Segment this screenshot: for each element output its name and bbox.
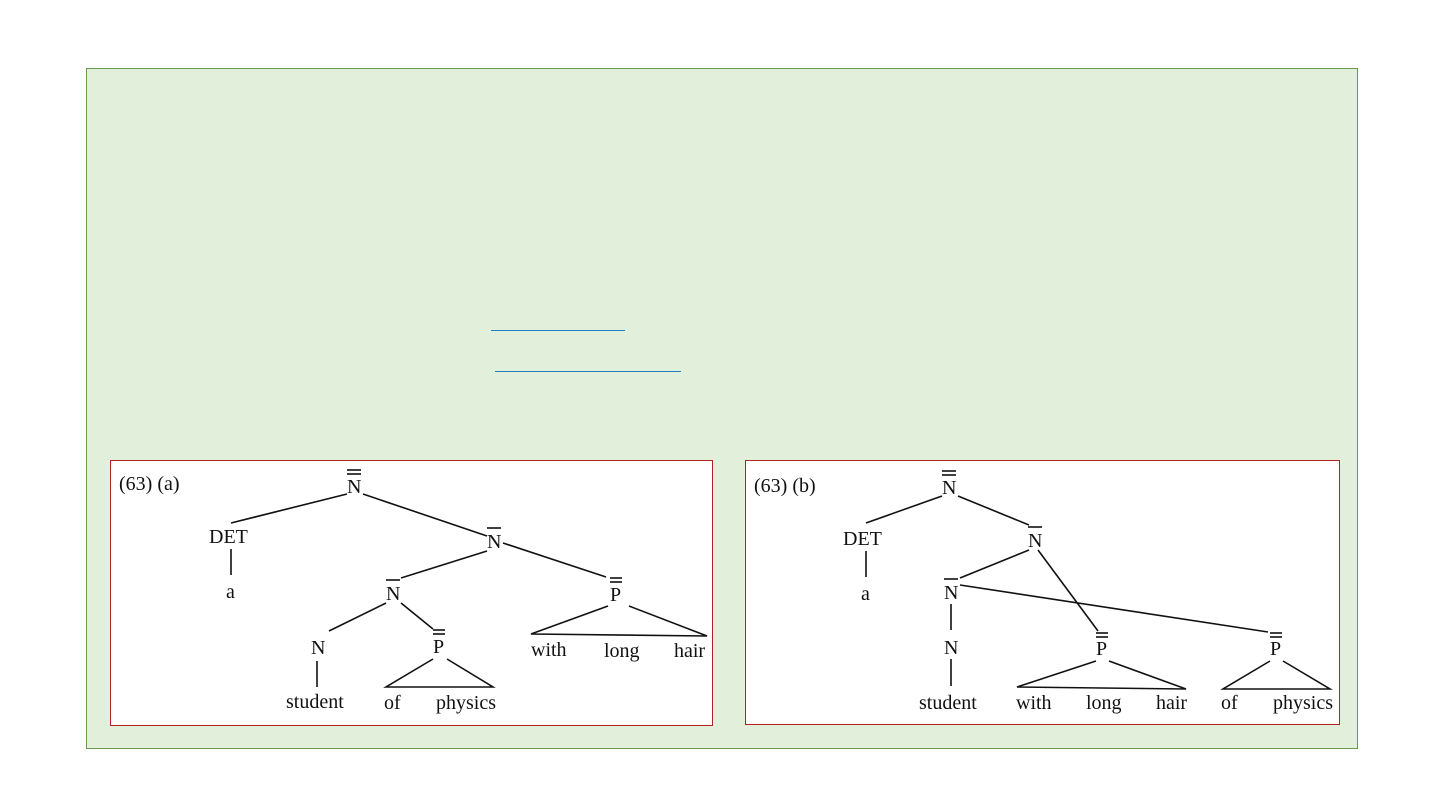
tree-b-edge [957, 495, 1030, 526]
tree-b-node-p-of: P [1270, 638, 1281, 660]
tree-a-node-n: N [311, 637, 325, 659]
tree-a-word-of: of [384, 692, 401, 714]
tree-a-figure: (63) (a) N DET a N N P N P student of ph… [110, 460, 713, 726]
tree-b-node-det: DET [843, 528, 882, 550]
tree-b-svg: (63) (b) N DET a N N N P P student with … [754, 470, 1333, 714]
tree-b-node-n-bar2: N [944, 582, 958, 604]
tree-a-edge [400, 602, 434, 630]
tree-b-word-long: long [1086, 692, 1122, 714]
tree-b-word-physics: physics [1273, 692, 1333, 714]
tree-b-node-n-top: N [942, 477, 956, 499]
tree-a-edge [230, 493, 348, 524]
tree-a-word-hair: hair [674, 640, 705, 662]
tree-b-triangle-of-physics [1220, 660, 1333, 690]
tree-a-node-det: DET [209, 526, 248, 548]
tree-b-node-n: N [944, 637, 958, 659]
tree-b-edge [959, 584, 1269, 633]
tree-b-node-p-with: P [1096, 638, 1107, 660]
tree-a-edge [362, 493, 488, 537]
tree-b-edge [1037, 549, 1099, 632]
tree-a-word-a: a [226, 581, 235, 603]
tree-a-word-physics: physics [436, 692, 496, 714]
tree-a-svg: (63) (a) N DET a N N P N P student of ph… [119, 469, 708, 714]
tree-a-triangle-with-long-hair [530, 605, 708, 637]
tree-b-word-student: student [919, 692, 977, 714]
hyperlink-underline-1[interactable] [491, 330, 625, 331]
tree-a-triangle-of-physics [383, 658, 496, 688]
tree-a-label: (63) (a) [119, 473, 180, 495]
tree-a-node-p-of: P [433, 636, 444, 658]
tree-a-node-p-with: P [610, 584, 621, 606]
tree-b-edge [959, 549, 1030, 579]
tree-a-edge [502, 542, 607, 578]
tree-b-word-with: with [1016, 692, 1052, 714]
tree-a-word-long: long [604, 640, 640, 662]
tree-a-word-student: student [286, 691, 344, 713]
tree-b-node-n-bar: N [1028, 530, 1042, 552]
tree-b-label: (63) (b) [754, 475, 816, 497]
tree-a-edge [328, 602, 387, 632]
tree-b-word-hair: hair [1156, 692, 1187, 714]
tree-b-word-a: a [861, 583, 870, 605]
tree-b-word-of: of [1221, 692, 1238, 714]
tree-b-triangle-with-long-hair [1016, 660, 1187, 690]
tree-a-node-n-top: N [347, 476, 361, 498]
tree-a-edge [400, 550, 488, 579]
tree-b-figure: (63) (b) N DET a N N N P P student with … [745, 460, 1340, 725]
tree-a-node-n-bar2: N [386, 583, 400, 605]
tree-a-word-with: with [531, 639, 567, 661]
tree-b-edge [865, 495, 943, 524]
tree-a-node-n-bar: N [487, 531, 501, 553]
hyperlink-underline-2[interactable] [495, 371, 681, 372]
